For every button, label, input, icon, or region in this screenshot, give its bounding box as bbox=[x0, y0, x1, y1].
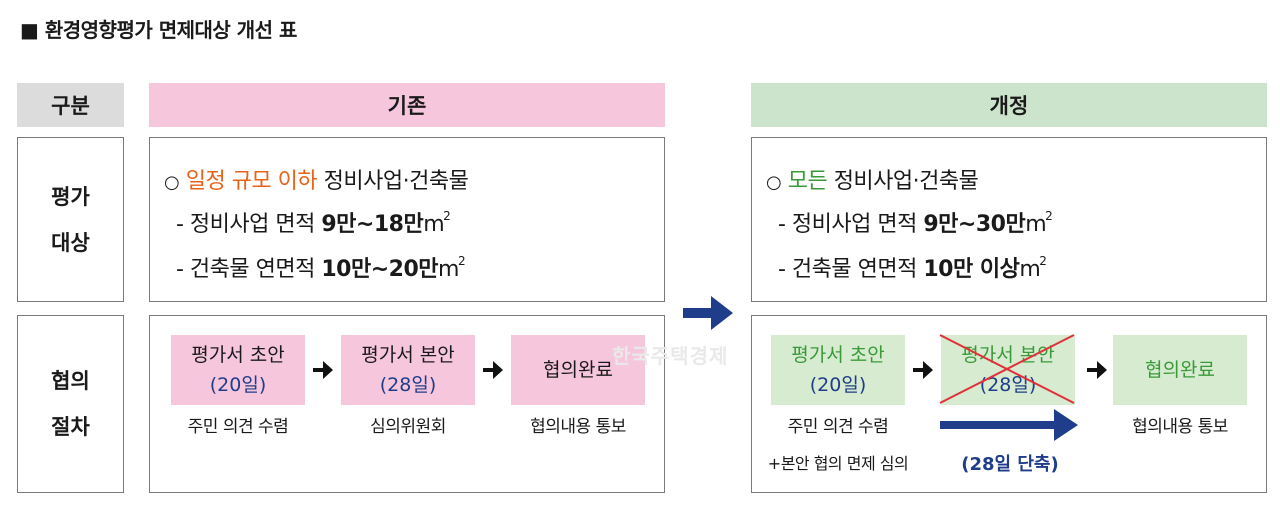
unit-superscript: 2 bbox=[443, 209, 451, 223]
page-title: ■ 환경영향평가 면제대상 개선 표 bbox=[20, 18, 297, 42]
row-label-target: 평가 대상 bbox=[17, 137, 124, 302]
transition-arrow-icon bbox=[683, 296, 733, 330]
unit-superscript: 2 bbox=[1045, 209, 1053, 223]
unit: m bbox=[1025, 212, 1047, 237]
step-days: (20일) bbox=[209, 374, 267, 396]
step-name: 평가서 초안 bbox=[191, 344, 285, 366]
row-label-target-line1: 평가 bbox=[51, 184, 90, 209]
revised-headline-rest: 정비사업·건축물 bbox=[827, 169, 979, 194]
unit: m bbox=[1019, 257, 1041, 282]
existing-headline-rest: 정비사업·건축물 bbox=[317, 169, 469, 194]
cross-out-icon bbox=[939, 334, 1075, 404]
step-name: 평가서 본안 bbox=[361, 344, 455, 366]
revised-target-headline: ○ 모든 정비사업·건축물 bbox=[766, 163, 979, 195]
step-name: 평가서 본안 bbox=[961, 344, 1055, 366]
existing-step-draft: 평가서 초안 (20일) bbox=[171, 335, 305, 405]
existing-step-main: 평가서 본안 (28일) bbox=[341, 335, 475, 405]
skip-arrow-icon bbox=[940, 409, 1078, 441]
bullet: ○ bbox=[766, 172, 782, 193]
existing-step-complete: 협의완료 bbox=[511, 335, 645, 405]
row-label-procedure-line1: 협의 bbox=[51, 369, 90, 393]
line-prefix: - 건축물 연면적 bbox=[176, 257, 322, 282]
unit: m bbox=[423, 212, 445, 237]
arrow-right-icon bbox=[1087, 361, 1107, 379]
revised-step-draft: 평가서 초안 (20일) bbox=[771, 335, 905, 405]
revised-target-box: ○ 모든 정비사업·건축물 - 정비사업 면적 9만~30만m2 - 건축물 연… bbox=[751, 137, 1267, 302]
row-label-procedure-line2: 절차 bbox=[51, 415, 90, 439]
line-value: 10만~20만 bbox=[321, 257, 439, 282]
existing-step-main-note: 심의위원회 bbox=[370, 417, 446, 437]
existing-step-complete-note: 협의내용 통보 bbox=[530, 417, 626, 437]
revised-target-line2: - 건축물 연면적 10만 이상m2 bbox=[778, 251, 1047, 283]
step-name: 협의완료 bbox=[543, 359, 613, 381]
line-value: 9만~30만 bbox=[923, 212, 1026, 237]
revised-step-draft-note: 주민 의견 수렴 bbox=[787, 417, 889, 437]
existing-target-headline: ○ 일정 규모 이하 정비사업·건축물 bbox=[164, 163, 469, 195]
shortened-label: (28일 단축) bbox=[961, 454, 1059, 475]
existing-target-line1: - 정비사업 면적 9만~18만m2 bbox=[176, 206, 451, 238]
line-prefix: - 정비사업 면적 bbox=[778, 212, 924, 237]
revised-step-complete: 협의완료 bbox=[1113, 335, 1247, 405]
header-category: 구분 bbox=[17, 83, 124, 127]
line-value: 9만~18만 bbox=[321, 212, 424, 237]
arrow-right-icon bbox=[483, 361, 503, 379]
header-existing: 기존 bbox=[149, 83, 665, 127]
header-revised: 개정 bbox=[751, 83, 1267, 127]
row-label-procedure: 협의 절차 bbox=[17, 315, 124, 493]
bullet: ○ bbox=[164, 172, 180, 193]
revised-highlight: 모든 bbox=[787, 169, 828, 194]
step-days: (20일) bbox=[809, 374, 867, 396]
revised-step-complete-note: 협의내용 통보 bbox=[1132, 417, 1228, 437]
step-days: (28일) bbox=[379, 374, 437, 396]
line-value: 10만 이상 bbox=[923, 257, 1020, 282]
line-prefix: - 건축물 연면적 bbox=[778, 257, 924, 282]
unit-superscript: 2 bbox=[1039, 254, 1047, 268]
unit-superscript: 2 bbox=[457, 254, 466, 268]
unit: m bbox=[438, 257, 459, 282]
row-label-target-line2: 대상 bbox=[51, 230, 90, 255]
revised-target-line1: - 정비사업 면적 9만~30만m2 bbox=[778, 206, 1053, 238]
existing-target-line2: - 건축물 연면적 10만~20만m2 bbox=[176, 251, 466, 283]
existing-highlight: 일정 규모 이하 bbox=[185, 169, 318, 194]
arrow-right-icon bbox=[313, 361, 333, 379]
watermark: 한국주택경제 bbox=[612, 344, 729, 368]
existing-step-draft-note: 주민 의견 수렴 bbox=[187, 417, 289, 437]
arrow-right-icon bbox=[913, 361, 933, 379]
step-name: 협의완료 bbox=[1145, 359, 1215, 381]
step-days: (28일) bbox=[979, 374, 1037, 396]
step-name: 평가서 초안 bbox=[791, 344, 885, 366]
existing-target-box: ○ 일정 규모 이하 정비사업·건축물 - 정비사업 면적 9만~18만m2 -… bbox=[149, 137, 665, 302]
revised-step-draft-note2: +본안 협의 면제 심의 bbox=[767, 454, 909, 473]
line-prefix: - 정비사업 면적 bbox=[176, 212, 322, 237]
